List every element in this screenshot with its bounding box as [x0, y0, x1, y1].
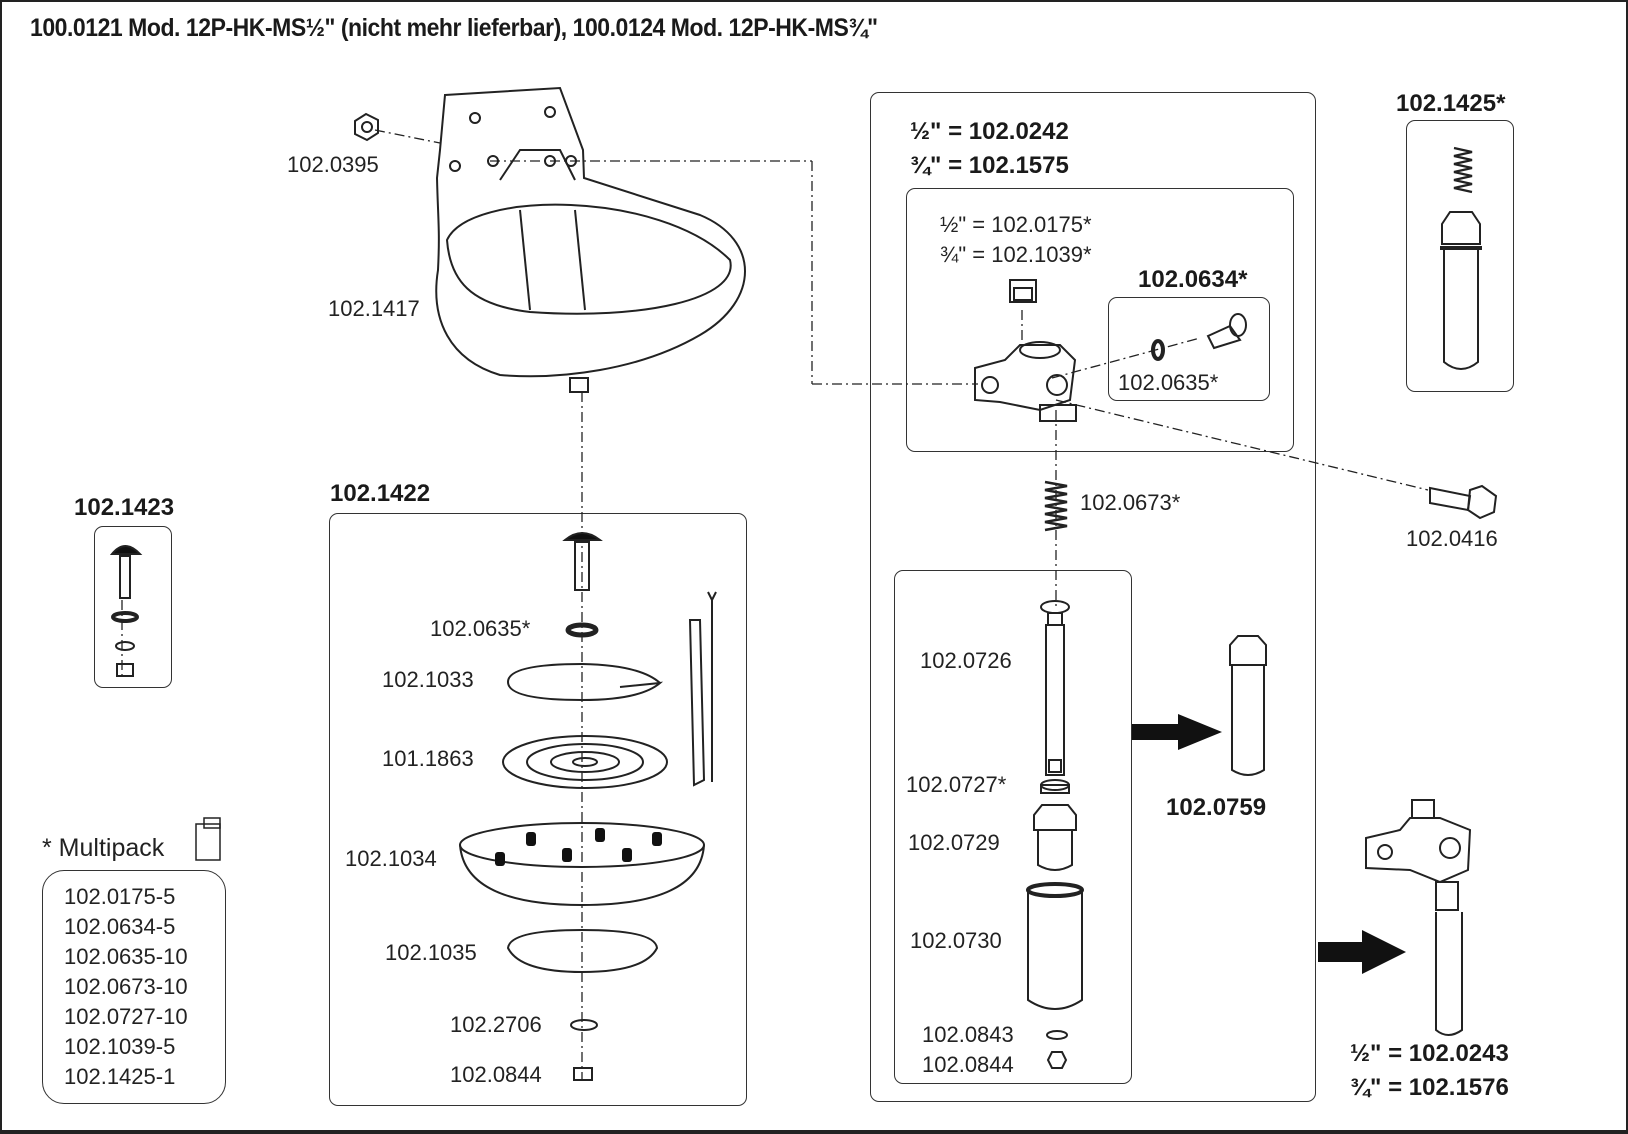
valve-group-heading: ½" = 102.0242 [910, 118, 1069, 145]
screw-set-heading: 102.0634* [1138, 266, 1248, 293]
multipack-item: 102.0175-5 [64, 884, 176, 909]
part-label: ¾" = 102.1039* [940, 242, 1092, 267]
part-label: 102.2706 [450, 1012, 542, 1037]
multipack-heading: * Multipack [42, 834, 165, 862]
part-label: 102.0395 [287, 152, 379, 177]
part-label: ½" = 102.0175* [940, 212, 1092, 237]
multipack-item: 102.0635-10 [64, 944, 188, 969]
part-label: 102.0635* [1118, 370, 1219, 395]
insert-box [894, 570, 1132, 1084]
valve-group-box [870, 92, 1316, 1102]
float-group-box [329, 513, 747, 1106]
part-label: 102.0727* [906, 772, 1007, 797]
part-label: 102.0844 [922, 1052, 1014, 1077]
float-group-heading: 102.1422 [330, 480, 431, 507]
kit-1423-heading: 102.1423 [74, 494, 175, 521]
multipack-item: 102.0727-10 [64, 1004, 188, 1029]
part-label: 101.1863 [382, 746, 474, 771]
kit-1423-box [94, 526, 172, 688]
part-label: 102.0844 [450, 1062, 542, 1087]
page-title: 100.0121 Mod. 12P-HK-MS½" (nicht mehr li… [30, 14, 878, 42]
part-label: 102.0729 [908, 830, 1000, 855]
part-label: 102.1417 [328, 296, 420, 321]
multipack-item: 102.1039-5 [64, 1034, 176, 1059]
part-label: 102.1033 [382, 667, 474, 692]
multipack-item: 102.1425-1 [64, 1064, 176, 1089]
kit-1425-heading: 102.1425* [1396, 90, 1506, 117]
part-label: 102.0730 [910, 928, 1002, 953]
multipack-box [42, 870, 226, 1104]
part-label: 102.0416 [1406, 526, 1498, 551]
part-label: 102.0726 [920, 648, 1012, 673]
part-label: 102.0673* [1080, 490, 1181, 515]
complete-valve-label: ½" = 102.0243 [1350, 1040, 1509, 1067]
part-label: 102.0635* [430, 616, 531, 641]
complete-valve-label: ¾" = 102.1576 [1350, 1074, 1509, 1101]
part-label: 102.1034 [345, 846, 437, 871]
valve-group-heading: ¾" = 102.1575 [910, 152, 1069, 179]
multipack-list: 102.0175-5 102.0634-5 102.0635-10 102.06… [64, 882, 188, 1092]
kit-1425-box [1406, 120, 1514, 392]
multipack-item: 102.0634-5 [64, 914, 176, 939]
multipack-item: 102.0673-10 [64, 974, 188, 999]
assembled-insert-label: 102.0759 [1166, 794, 1267, 821]
part-label: 102.0843 [922, 1022, 1014, 1047]
part-label: 102.1035 [385, 940, 477, 965]
